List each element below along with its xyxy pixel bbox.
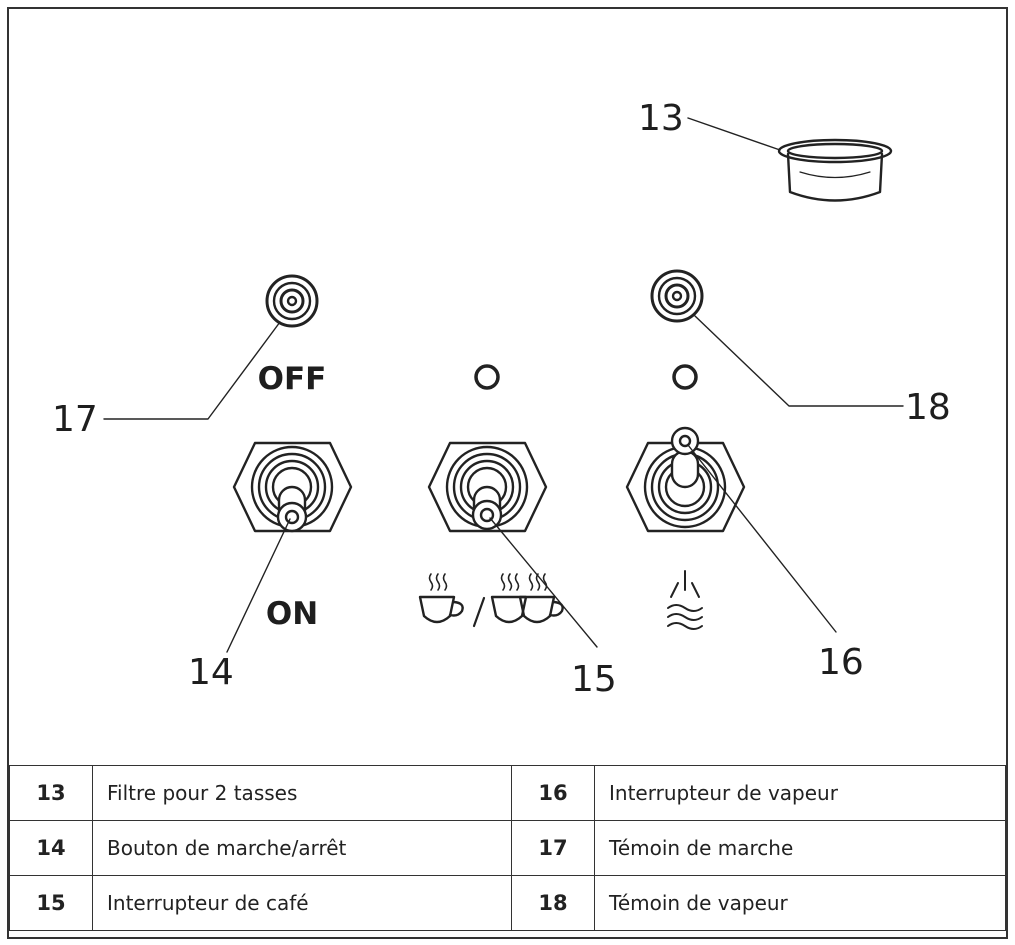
power-indicator-light (265, 274, 319, 328)
legend-description: Témoin de vapeur (594, 875, 1006, 931)
two-cups-icon (490, 573, 564, 624)
leader-line-16 (687, 444, 837, 633)
steam-indicator-light (650, 269, 704, 323)
callout-16: 16 (818, 642, 864, 683)
leader-lines (103, 117, 904, 653)
leader-line-17 (103, 321, 281, 420)
parts-legend-table: 13 Filtre pour 2 tasses 16 Interrupteur … (9, 765, 1006, 931)
off-label: OFF (258, 361, 327, 397)
one-cup-icon (418, 573, 464, 624)
legend-description: Interrupteur de café (92, 875, 512, 931)
legend-number: 14 (9, 820, 93, 876)
steam-status-circle (672, 364, 698, 390)
leader-line-18 (694, 315, 904, 407)
coffee-toggle-switch (427, 441, 548, 533)
callout-18: 18 (905, 387, 951, 428)
table-row: 15 Interrupteur de café 18 Témoin de vap… (9, 875, 1006, 931)
legend-description: Interrupteur de vapeur (594, 765, 1006, 821)
legend-description: Témoin de marche (594, 820, 1006, 876)
callout-17: 17 (52, 399, 98, 440)
legend-number: 13 (9, 765, 93, 821)
steam-icon (667, 570, 703, 630)
table-row: 14 Bouton de marche/arrêt 17 Témoin de m… (9, 820, 1006, 876)
diagram-frame (7, 7, 1008, 939)
legend-number: 17 (511, 820, 595, 876)
power-toggle-switch (232, 441, 353, 533)
steam-toggle-switch (625, 426, 746, 533)
on-label: ON (266, 596, 318, 632)
legend-description: Bouton de marche/arrêt (92, 820, 512, 876)
coffee-status-circle (474, 364, 500, 390)
callout-14: 14 (188, 652, 234, 693)
callout-15: 15 (571, 659, 617, 700)
legend-number: 16 (511, 765, 595, 821)
legend-number: 18 (511, 875, 595, 931)
legend-description: Filtre pour 2 tasses (92, 765, 512, 821)
legend-number: 15 (9, 875, 93, 931)
filter-basket-icon (777, 138, 893, 202)
leader-line-13 (687, 117, 781, 151)
leader-line-15 (489, 517, 598, 648)
control-panel-diagram: OFF ON O O 13 14 15 16 17 18 (52, 98, 951, 700)
cup-separator-slash (472, 596, 486, 628)
leader-line-14 (226, 518, 291, 653)
callout-13: 13 (638, 98, 684, 139)
table-row: 13 Filtre pour 2 tasses 16 Interrupteur … (9, 765, 1006, 821)
